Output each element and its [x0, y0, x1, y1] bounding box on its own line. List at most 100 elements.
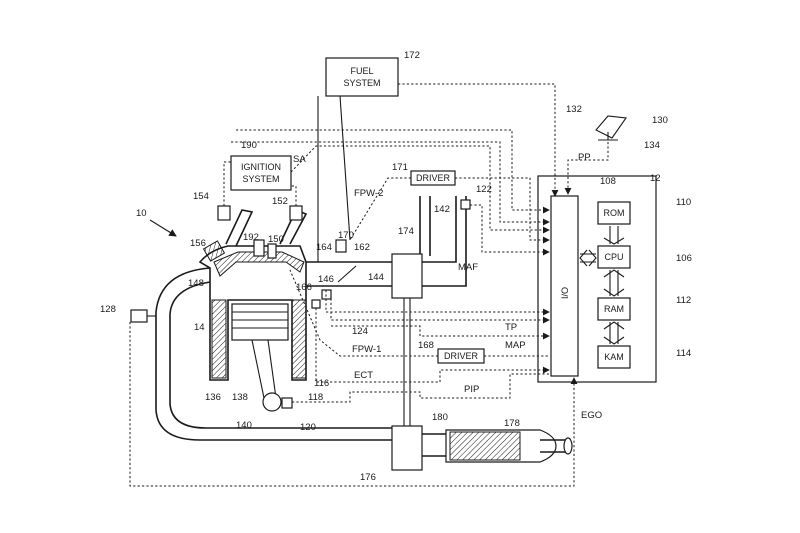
piston-138 — [231, 303, 289, 341]
ignition-system-label-2: SYSTEM — [242, 174, 279, 184]
intake-cam-sensor-154 — [217, 205, 231, 221]
fpw2-signal — [349, 177, 411, 241]
ref-192: 192 — [243, 232, 259, 243]
label-map: MAP — [505, 340, 526, 351]
intake-passage — [306, 196, 471, 300]
cpu-ram-arrowheads — [603, 269, 625, 297]
kam-label: KAM — [604, 352, 624, 362]
spark-plug-192 — [253, 239, 265, 257]
label-ego: EGO — [581, 410, 602, 421]
fuel-line-2 — [339, 95, 351, 241]
ref-140: 140 — [236, 420, 252, 431]
ref-170: 170 — [338, 230, 354, 241]
crank-sensor-120 — [281, 397, 293, 409]
sa-signal-inner — [231, 141, 550, 226]
ignition-system-label-1: IGNITION — [241, 162, 281, 172]
shaft-180 — [403, 298, 411, 426]
rom-label: ROM — [604, 208, 625, 218]
intake-manifold — [306, 261, 394, 287]
maf-signal — [470, 204, 550, 256]
ref-174: 174 — [398, 226, 414, 237]
intake-duct — [419, 196, 431, 262]
ref-122: 122 — [476, 184, 492, 195]
fuel-system-label-1: FUEL — [350, 66, 373, 76]
driver-top-to-io — [455, 177, 550, 244]
fuel-system-label-2: SYSTEM — [343, 78, 380, 88]
driver-top: DRIVER — [410, 170, 456, 186]
ref-176: 176 — [360, 472, 376, 483]
tp-signal — [330, 294, 550, 324]
label-ect: ECT — [354, 370, 373, 381]
ignition-system: IGNITION SYSTEM — [230, 155, 292, 191]
piston-rings — [232, 311, 288, 329]
label-sa: SA — [293, 154, 306, 165]
emission-device-176 — [391, 425, 423, 471]
direct-injector-166 — [267, 243, 277, 259]
exhaust-manifold-inner — [169, 281, 392, 429]
ref-150: 150 — [268, 234, 284, 245]
ego-sensor-128 — [130, 309, 148, 323]
cpu-ram-bus — [609, 270, 619, 296]
ref-130: 130 — [652, 115, 668, 126]
exhaust-manifold-outer — [155, 267, 392, 441]
signal-lines — [129, 83, 609, 487]
accelerator-pedal-130 — [595, 115, 627, 141]
ect-signal — [315, 308, 550, 383]
ref-128: 128 — [100, 304, 116, 315]
ref-152: 152 — [272, 196, 288, 207]
ref-12: 12 — [650, 173, 661, 184]
engine — [198, 205, 321, 412]
ref-142: 142 — [434, 204, 450, 215]
ref-118: 118 — [308, 392, 323, 403]
ref-10: 10 — [136, 208, 147, 219]
io-cpu-bus — [580, 253, 596, 263]
fuel-system-box — [325, 57, 399, 97]
pip-signal — [292, 373, 549, 403]
exhaust-cam-sensor-152 — [289, 205, 303, 221]
pedal-base — [598, 132, 618, 141]
throttle-position-line — [325, 290, 550, 316]
ram-kam-bus — [609, 322, 619, 344]
intake-valve-stem — [225, 209, 254, 247]
muffler-hatch — [449, 431, 521, 461]
ref-148: 148 — [188, 278, 204, 289]
cam-sensor-154-line — [223, 161, 231, 206]
throttle-body-174 — [391, 253, 423, 299]
tailpipe — [540, 439, 568, 453]
ref-110: 110 — [676, 197, 691, 208]
ref-190: 190 — [241, 140, 257, 151]
exhaust-passage — [130, 267, 573, 471]
crankshaft-140 — [262, 392, 282, 412]
controller: I/O ROM CPU RAM KAM — [537, 175, 657, 383]
map-signal — [331, 325, 550, 340]
intake-inlet — [420, 196, 467, 287]
ref-108: 108 — [600, 176, 616, 187]
port-injector-170 — [335, 239, 347, 253]
cpu-block — [597, 245, 631, 269]
ref-178: 178 — [504, 418, 520, 429]
fpw1-signal — [289, 269, 438, 357]
ref-156: 156 — [190, 238, 206, 249]
driver-bottom: DRIVER — [437, 348, 485, 364]
tailpipe-outlet — [563, 437, 573, 455]
label-pp: PP — [578, 152, 591, 163]
rom-cpu-arrowhead — [603, 237, 625, 245]
kam-block — [597, 345, 631, 369]
ego-signal — [129, 322, 578, 487]
ref-154: 154 — [193, 191, 209, 202]
ref-180: 180 — [432, 412, 448, 423]
label-fpw2: FPW-2 — [354, 188, 383, 199]
ref-164: 164 — [316, 242, 332, 253]
label-maf: MAF — [458, 262, 478, 273]
maf-sensor-122 — [460, 199, 471, 210]
label-pip: PIP — [464, 384, 479, 395]
engine-reference-arrow — [149, 219, 177, 237]
ref-172: 172 — [404, 50, 420, 61]
cylinder-head-hatch — [213, 251, 305, 277]
ignition-to-io — [290, 145, 550, 234]
signal-labels: SA FPW-2 FPW-1 MAF TP MAP ECT PIP EGO PP — [293, 152, 602, 421]
tailpipe-connector — [422, 433, 446, 457]
ref-132: 132 — [566, 104, 582, 115]
ref-134: 134 — [644, 140, 660, 151]
ref-114: 114 — [676, 348, 691, 359]
